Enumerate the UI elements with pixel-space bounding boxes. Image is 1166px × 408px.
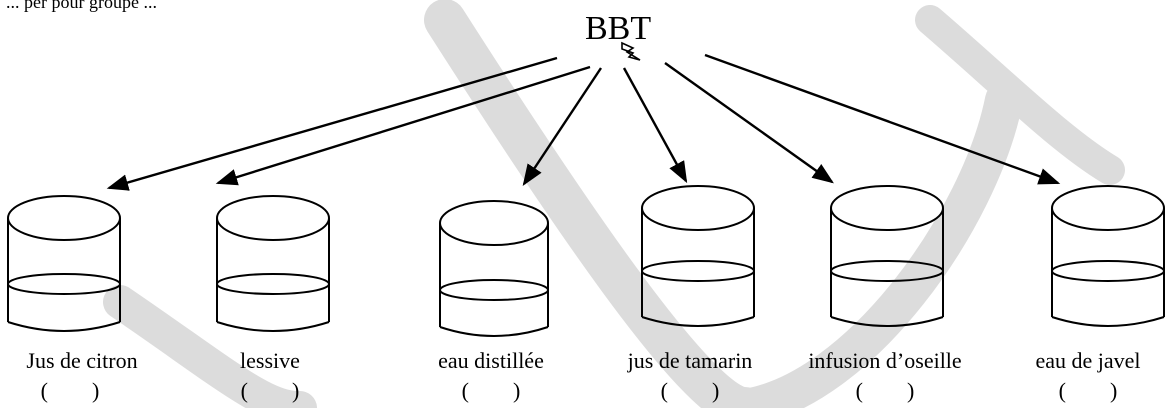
arrow-to-jus-de-citron bbox=[106, 56, 558, 191]
beaker-infusion-doseille-liquid-surface bbox=[830, 260, 944, 282]
lightning-icon bbox=[621, 41, 641, 61]
container-label-jus-de-citron: Jus de citron bbox=[26, 348, 138, 373]
beaker-jus-de-citron-rim bbox=[7, 195, 121, 241]
beaker-infusion-doseille-rim bbox=[830, 185, 944, 231]
beaker-lessive-rim bbox=[216, 195, 330, 241]
container-label-infusion-doseille: infusion d’oseille bbox=[808, 348, 962, 373]
beaker-lessive-liquid-surface bbox=[216, 273, 330, 295]
indicator-name: BBT bbox=[585, 10, 652, 47]
beaker-jus-de-tamarin-liquid-surface bbox=[641, 260, 755, 282]
beaker-eau-de-javel-rim bbox=[1051, 185, 1165, 231]
arrow-to-infusion-doseille bbox=[664, 62, 834, 184]
beaker-infusion-doseille bbox=[830, 185, 944, 327]
beaker-eau-distillee-liquid-surface bbox=[439, 279, 549, 301]
arrow-to-jus-de-tamarin bbox=[622, 67, 688, 184]
beaker-eau-distillee-base bbox=[439, 326, 549, 337]
answer-blank-infusion-doseille: ( ) bbox=[855, 378, 915, 403]
answer-blank-eau-de-javel: ( ) bbox=[1058, 378, 1118, 403]
answer-blank-jus-de-tamarin: ( ) bbox=[660, 378, 720, 403]
watermark bbox=[103, 0, 1125, 408]
beaker-lessive-base bbox=[216, 321, 330, 332]
container-label-eau-distillee: eau distillée bbox=[438, 348, 544, 373]
container-label-lessive: lessive bbox=[240, 348, 300, 373]
beaker-infusion-doseille-base bbox=[830, 316, 944, 327]
answer-blank-eau-distillee: ( ) bbox=[461, 378, 521, 403]
beaker-lessive bbox=[216, 195, 330, 332]
containers-layer bbox=[7, 185, 1165, 337]
container-label-eau-de-javel: eau de javel bbox=[1035, 348, 1141, 373]
beaker-eau-distillee bbox=[439, 200, 549, 337]
arrow-to-eau-distillee bbox=[522, 67, 602, 186]
intro-text: ... per pour groupe ... bbox=[6, 0, 157, 12]
beaker-eau-de-javel-base bbox=[1051, 316, 1165, 327]
beaker-eau-de-javel bbox=[1051, 185, 1165, 327]
beaker-jus-de-citron bbox=[7, 195, 121, 332]
answer-blank-lessive: ( ) bbox=[240, 378, 300, 403]
arrow-to-eau-de-javel bbox=[704, 53, 1061, 185]
arrow-to-lessive bbox=[215, 65, 591, 186]
beaker-jus-de-tamarin bbox=[641, 185, 755, 327]
beaker-eau-distillee-rim bbox=[439, 200, 549, 246]
arrow-group bbox=[106, 53, 1061, 191]
beaker-jus-de-tamarin-base bbox=[641, 316, 755, 327]
beaker-jus-de-citron-base bbox=[7, 321, 121, 332]
container-label-jus-de-tamarin: jus de tamarin bbox=[627, 348, 753, 373]
answer-blank-jus-de-citron: ( ) bbox=[40, 378, 100, 403]
beaker-eau-de-javel-liquid-surface bbox=[1051, 260, 1165, 282]
beaker-jus-de-citron-liquid-surface bbox=[7, 273, 121, 295]
beaker-jus-de-tamarin-rim bbox=[641, 185, 755, 231]
